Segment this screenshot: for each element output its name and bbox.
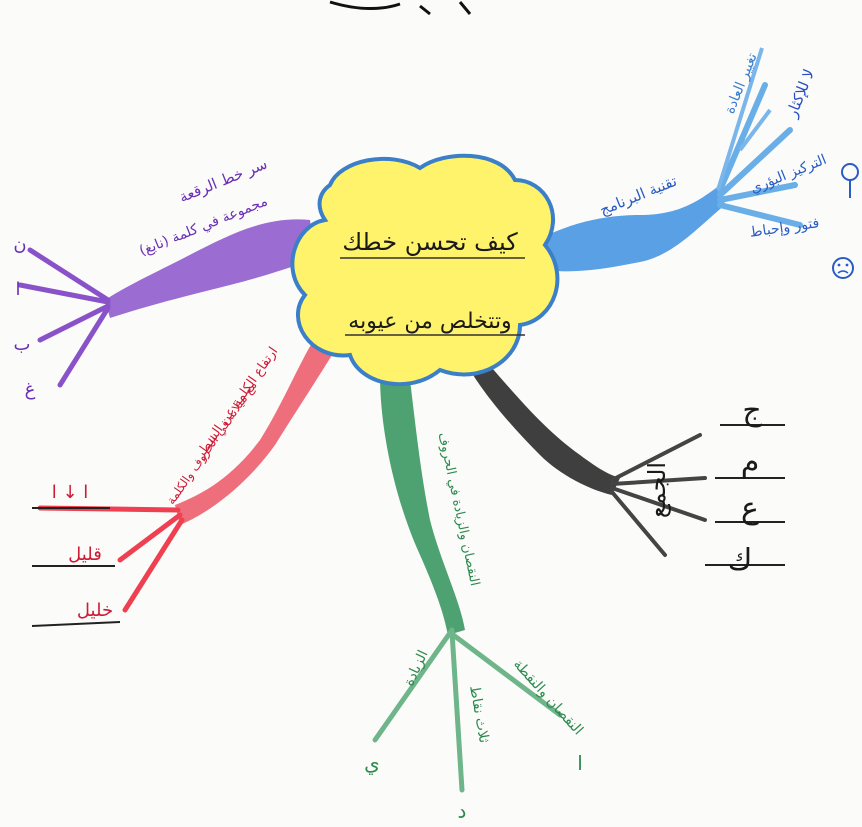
green-branch (372, 375, 563, 793)
green-letter-3: ا (577, 751, 583, 775)
black-baselines (705, 424, 785, 566)
blue-sub-2: لا للإكثار (782, 66, 818, 120)
purple-letter-1: ن (13, 234, 26, 255)
blue-branch (520, 47, 803, 272)
green-sub-2: ثلاث نقاط (466, 684, 492, 744)
red-example-2: قليل (68, 544, 102, 565)
center-title-line2: وتتخلص من عيوبه (348, 309, 511, 334)
black-label: الجمع (643, 462, 671, 518)
smile-icon (832, 257, 854, 279)
black-letter-1: ج (742, 393, 762, 428)
blue-sub-4: فتور وإحباط (749, 215, 821, 241)
black-branch (470, 360, 707, 557)
red-baselines (31, 507, 121, 627)
green-letter-2: د (458, 799, 467, 823)
black-letter-3: ع (741, 491, 759, 526)
red-example-1: ا ↓ ا (52, 482, 89, 503)
red-example-3: خليل (77, 600, 113, 621)
green-letter-1: ي (364, 751, 380, 776)
black-letter-2: م (741, 445, 760, 480)
purple-branch (17, 219, 315, 388)
central-cloud (290, 153, 560, 387)
female-symbol-icon (841, 163, 859, 198)
center-title-line1: كيف تحسن خطك (342, 228, 518, 256)
purple-letter-4: غ (25, 379, 36, 400)
blue-branch-label: تقنية البرنامج (597, 172, 679, 219)
top-scribble (329, 0, 472, 16)
purple-letter-2: ا (15, 279, 20, 300)
purple-letter-3: ب (14, 334, 31, 355)
green-sub-3: النقصان والنقطة (510, 656, 586, 738)
black-letter-4: ك (728, 543, 753, 578)
